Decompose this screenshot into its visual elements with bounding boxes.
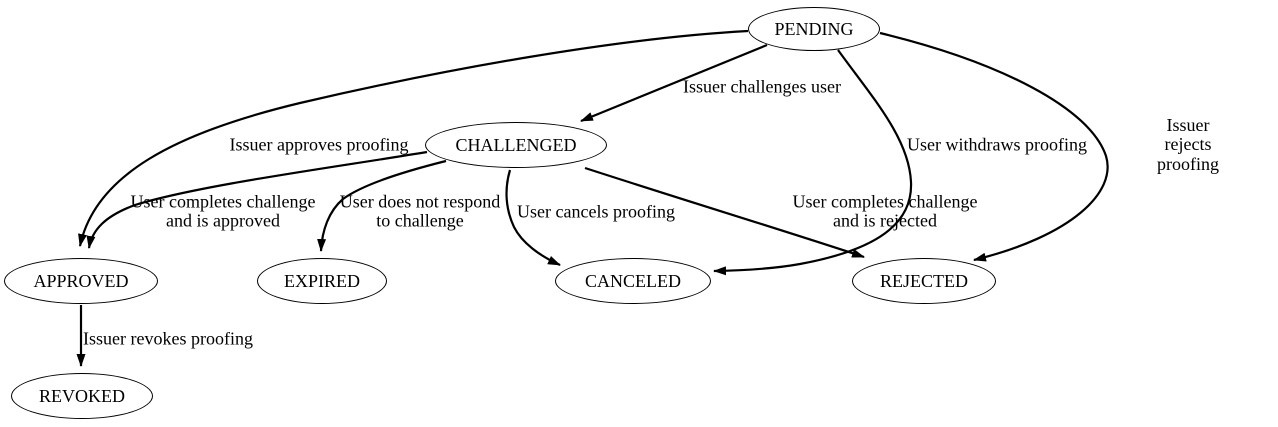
edge-label-pending-approved: Issuer approves proofing (229, 134, 409, 155)
edge-label-pending-rejected: Issuer rejects proofing (1157, 114, 1219, 174)
edge-label-challenged-expired: User does not respond to challenge (339, 191, 501, 231)
node-expired: EXPIRED (257, 258, 387, 304)
node-approved: APPROVED (4, 258, 158, 304)
node-revoked-label: REVOKED (39, 385, 125, 406)
node-canceled: CANCELED (555, 258, 711, 304)
node-canceled-label: CANCELED (585, 270, 681, 291)
edge-challenged-approved (86, 150, 428, 249)
edge-challenged-rejected (584, 166, 865, 259)
edge-challenged-canceled (505, 169, 561, 267)
node-pending: PENDING (748, 7, 880, 51)
node-challenged-label: CHALLENGED (455, 134, 577, 155)
node-pending-label: PENDING (774, 18, 854, 39)
edge-pending-rejected (879, 31, 1109, 262)
node-expired-label: EXPIRED (284, 270, 360, 291)
node-revoked: REVOKED (11, 373, 153, 419)
edge-label-challenged-approved: User completes challenge and is approved (130, 191, 316, 231)
edge-label-challenged-rejected: User completes challenge and is rejected (792, 191, 978, 231)
edge-challenged-expired (317, 159, 447, 252)
edge-label-pending-challenged: Issuer challenges user (683, 76, 841, 97)
node-approved-label: APPROVED (33, 270, 129, 291)
edge-label-pending-canceled: User withdraws proofing (907, 134, 1087, 155)
edge-pending-canceled (713, 49, 913, 276)
node-challenged: CHALLENGED (425, 122, 607, 168)
edge-pending-challenged (580, 43, 768, 123)
edge-pending-approved (78, 29, 749, 247)
edge-label-approved-revoked: Issuer revokes proofing (83, 328, 253, 349)
node-rejected-label: REJECTED (880, 270, 968, 291)
node-rejected: REJECTED (852, 258, 996, 304)
edge-label-challenged-canceled: User cancels proofing (517, 201, 675, 222)
